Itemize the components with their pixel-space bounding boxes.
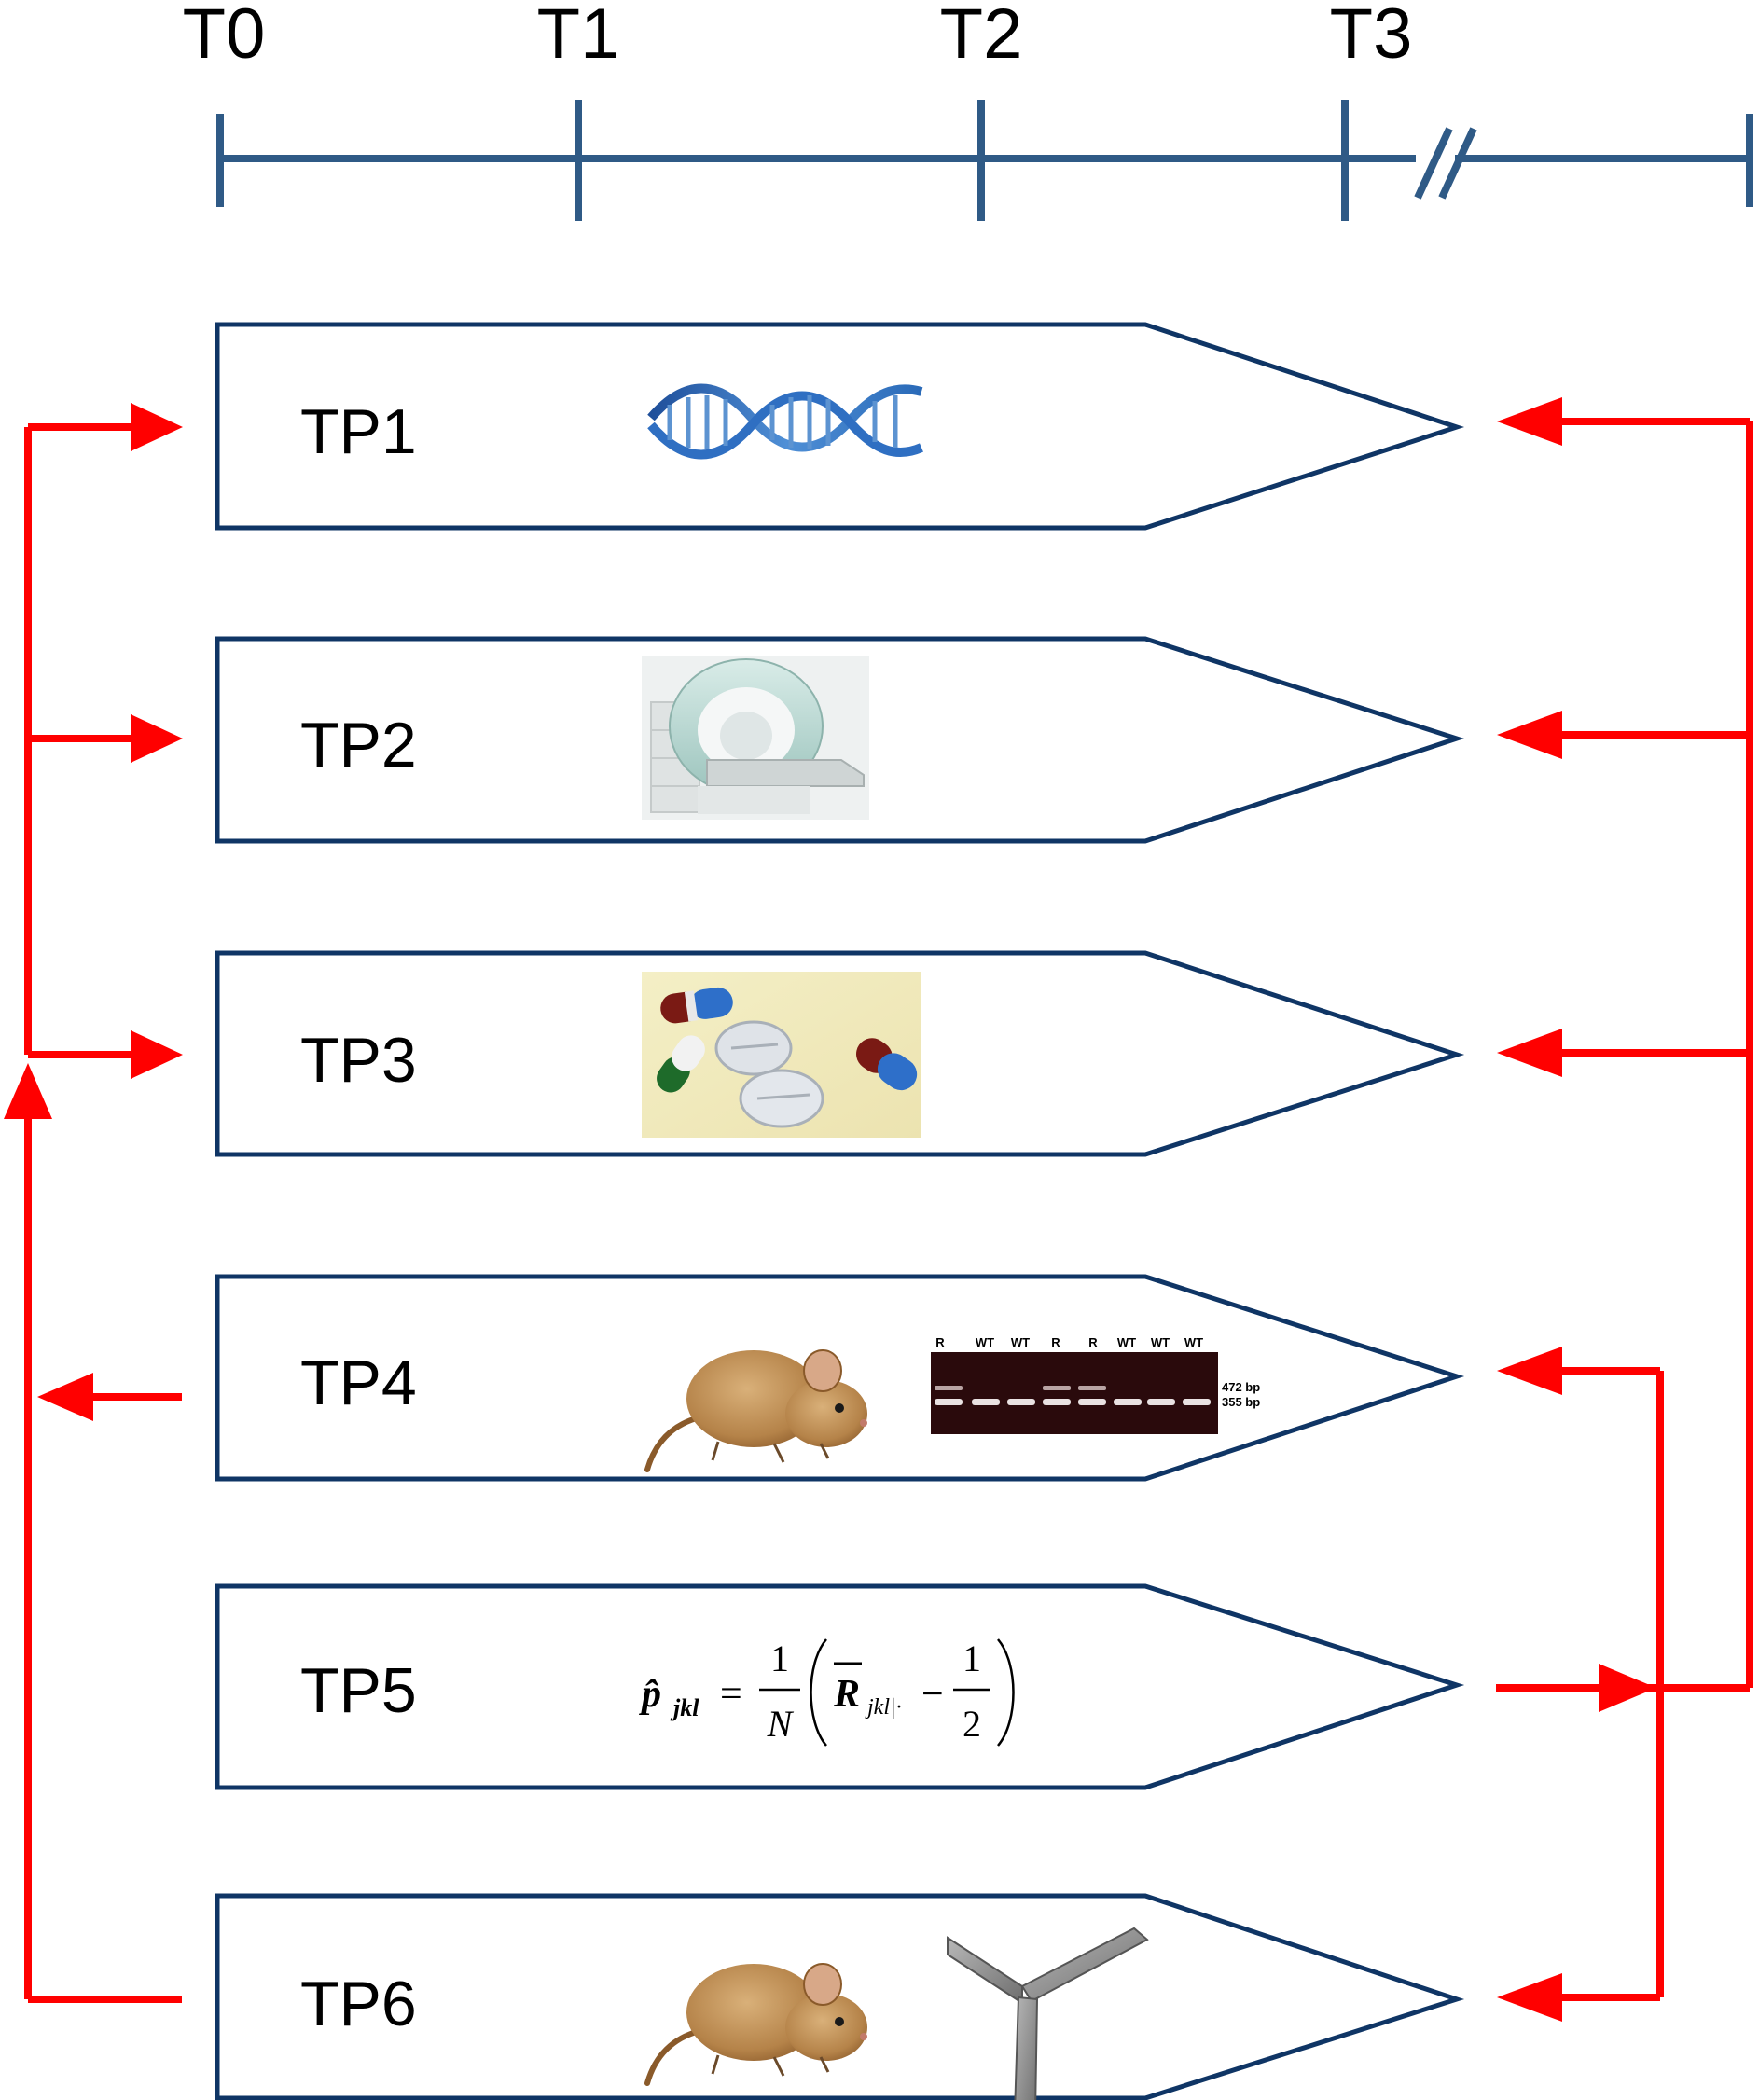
formula-paren-right [997,1638,1015,1747]
module-label-tp2: TP2 [300,710,417,781]
arrowhead-into-tp3 [131,1030,183,1079]
dna-helix-icon [647,383,923,460]
arrowhead-tp1-right [1497,397,1562,446]
formula-denominator-n: N [767,1703,795,1745]
gel-lane-label-1: R [935,1335,945,1349]
gel-lane-label-4: R [1051,1335,1060,1349]
module-label-tp3: TP3 [300,1025,417,1096]
formula-r-subscript: jkl|· [865,1695,902,1720]
arrowhead-tp4-right [1497,1347,1562,1395]
arrowhead-into-tp2 [131,714,183,763]
formula-r: R [833,1673,860,1716]
timeline-break-mark-1 [1414,127,1453,200]
timeline-break-mark-2 [1438,127,1477,200]
feedback-arrows [24,418,1753,2003]
gel-band-label-355: 355 bp [1222,1395,1260,1409]
formula-p-hat: p̂ [639,1673,661,1716]
timeline-label-t0: T0 [183,0,266,74]
gel-image: R WT WT R R WT WT WT 472 bp 355 bp [931,1335,1260,1434]
formula-equals: = [720,1673,742,1716]
module-label-tp4: TP4 [300,1347,417,1418]
formula-half-denominator: 2 [963,1703,981,1745]
arrowhead-tp2-right [1497,711,1562,759]
module-label-tp1: TP1 [300,396,417,467]
mouse-icon [644,1349,867,1472]
arrowhead-tp6-right [1497,1973,1562,2022]
gel-lane-label-3: WT [1011,1335,1030,1349]
module-label-tp5: TP5 [300,1655,417,1726]
arrowhead-out-tp4 [37,1373,93,1421]
pills-icon [642,972,921,1138]
module-box-tp1 [215,322,1465,531]
module-box-tp5 [215,1583,1465,1790]
gel-lane-label-5: R [1088,1335,1098,1349]
mouse-icon-tp6 [644,1963,867,2086]
arrowhead-tp5-out [1599,1664,1656,1712]
formula: p̂ jkl = 1 N R jkl|· − 1 2 [639,1637,1015,1747]
formula-numerator-one: 1 [770,1637,789,1679]
gel-band-label-472: 472 bp [1222,1380,1260,1394]
mri-scanner-icon [642,656,869,820]
gel-lane-label-8: WT [1184,1335,1203,1349]
gel-lane-label-6: WT [1117,1335,1136,1349]
arrowhead-up-left [4,1063,52,1119]
gel-lane-label-2: WT [976,1335,994,1349]
y-maze-icon [947,1927,1149,2100]
arrowhead-into-tp1 [131,403,183,451]
arrowhead-tp3-right [1497,1029,1562,1077]
timeline [216,100,1753,221]
formula-paren-left [810,1638,827,1747]
arrowheads [4,397,1656,2022]
formula-p-subscript: jkl [670,1694,699,1721]
formula-half-numerator: 1 [963,1637,981,1679]
gel-lane-label-7: WT [1151,1335,1170,1349]
timeline-label-t3: T3 [1330,0,1413,74]
module-label-tp6: TP6 [300,1969,417,2039]
timeline-label-t2: T2 [940,0,1023,74]
timeline-label-t1: T1 [537,0,620,74]
formula-minus: − [921,1673,944,1716]
